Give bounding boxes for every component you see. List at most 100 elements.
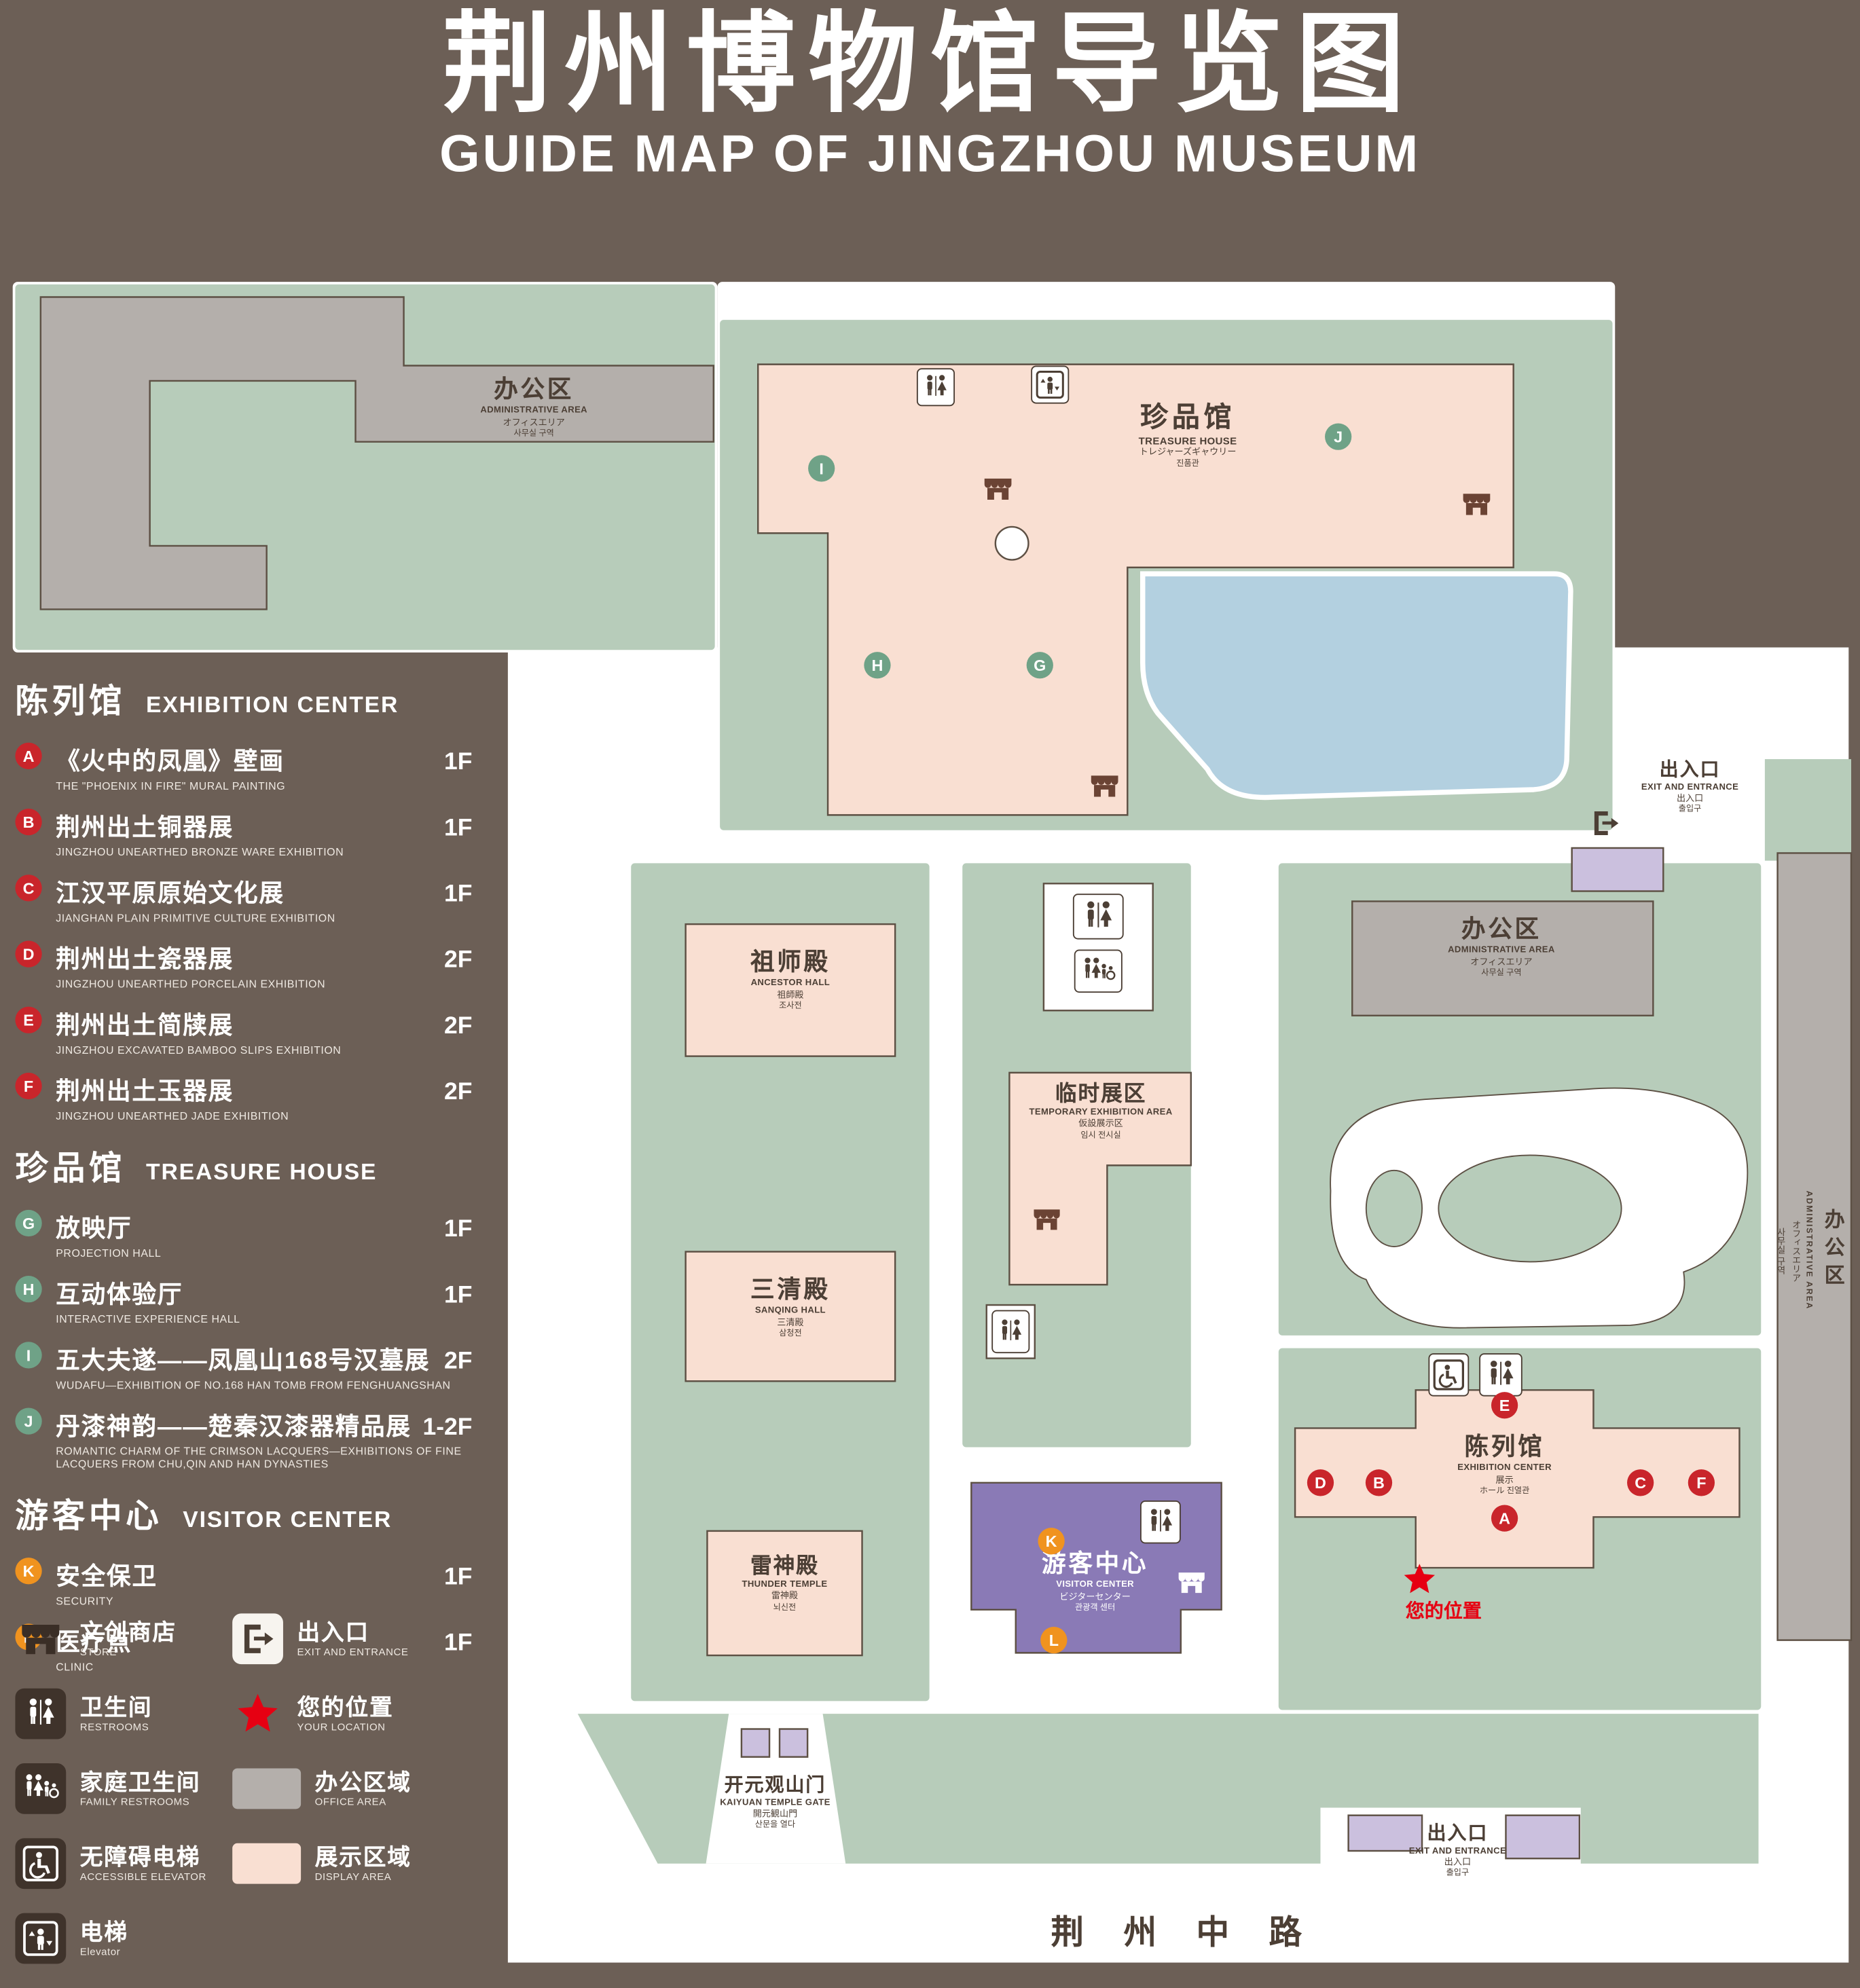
label-kr: 사무실 구역 bbox=[513, 428, 554, 438]
map-marker-L: L bbox=[1040, 1627, 1068, 1654]
store-icon bbox=[15, 1613, 66, 1664]
label-kaiyuan-gate: 开元观山门 KAIYUAN TEMPLE GATE 開元観山門 산문을 열다 bbox=[689, 1775, 860, 1830]
label-zh: 办公区 bbox=[1461, 916, 1542, 944]
marker-B: B bbox=[15, 808, 42, 836]
buildings bbox=[39, 296, 1853, 1860]
poster-title-en: GUIDE MAP OF JINGZHOU MUSEUM bbox=[439, 124, 1421, 183]
building-ancestor-hall bbox=[685, 923, 896, 1057]
label-admin-area-east: 办公区 ADMINISTRATIVE AREA オフィスエリア 사무실 구역 bbox=[1776, 876, 1848, 1625]
label-kr: 출입구 bbox=[1678, 805, 1702, 814]
building-exhibition-center bbox=[1294, 1389, 1740, 1569]
legend-zh: 无障碍电梯 bbox=[79, 1843, 201, 1870]
map-marker-E: E bbox=[1491, 1392, 1518, 1419]
label-kr: ホール 진열관 bbox=[1479, 1486, 1530, 1496]
label-admin-area-mid: 办公区 ADMINISTRATIVE AREA オフィスエリア 사무실 구역 bbox=[1397, 917, 1607, 978]
pond bbox=[1139, 571, 1573, 800]
legend-zh: 家庭卫生间 bbox=[79, 1769, 201, 1794]
label-zh: 陈列馆 bbox=[1464, 1434, 1545, 1462]
legend-item-C: C 江汉平原原始文化展 1F JIANGHAN PLAIN PRIMITIVE … bbox=[15, 875, 500, 924]
building-east-entrance bbox=[1571, 847, 1664, 892]
section-title-en: TREASURE HOUSE bbox=[146, 1159, 378, 1185]
label-zh: 办公区 bbox=[494, 377, 575, 404]
item-name-zh: 放映厅 bbox=[56, 1216, 132, 1243]
item-name-zh: 《火中的凤凰》壁画 bbox=[56, 749, 285, 776]
restrooms-icon bbox=[991, 1310, 1030, 1354]
label-zh: 珍品馆 bbox=[1139, 401, 1236, 433]
poster-title-zh: 荆州博物馆导览图 bbox=[442, 3, 1418, 126]
label-ancestor-hall: 祖师殿 ANCESTOR HALL 祖師殿 조사전 bbox=[687, 950, 894, 1012]
item-name-zh: 五大夫遂——凤凰山168号汉墓展 bbox=[56, 1348, 431, 1375]
item-floor: 2F bbox=[444, 946, 473, 974]
label-zh: 开元观山门 bbox=[724, 1774, 826, 1797]
item-name-en: PROJECTION HALL bbox=[56, 1247, 162, 1259]
item-floor: 1F bbox=[444, 749, 473, 776]
label-jp: 出入口 bbox=[1444, 1858, 1472, 1868]
restrooms-icon bbox=[1479, 1353, 1522, 1397]
office-area-swatch bbox=[232, 1768, 302, 1809]
building-thunder-temple bbox=[706, 1530, 863, 1657]
legend-zh: 您的位置 bbox=[297, 1694, 394, 1720]
legend-item-K: K 安全保卫 1F SECURITY bbox=[15, 1558, 500, 1607]
label-zh: 出入口 bbox=[1427, 1822, 1489, 1845]
map-marker-F: F bbox=[1688, 1469, 1715, 1496]
item-name-en: JINGZHOU EXCAVATED BAMBOO SLIPS EXHIBITI… bbox=[56, 1043, 342, 1056]
item-name-en: JINGZHOU UNEARTHED JADE EXHIBITION bbox=[56, 1109, 289, 1122]
legend-item-F: F 荆州出土玉器展 2F JINGZHOU UNEARTHED JADE EXH… bbox=[15, 1072, 500, 1122]
section-title-zh: 游客中心 bbox=[15, 1496, 163, 1535]
label-thunder-temple: 雷神殿 THUNDER TEMPLE 雷神殿 뇌신전 bbox=[708, 1554, 860, 1613]
legend-zh: 电梯 bbox=[79, 1919, 128, 1945]
legend-item-D: D 荆州出土瓷器展 2F JINGZHOU UNEARTHED PORCELAI… bbox=[15, 940, 500, 990]
label-en: ADMINISTRATIVE AREA bbox=[480, 407, 588, 416]
legend-en: RESTROOMS bbox=[79, 1721, 149, 1733]
label-en: ADMINISTRATIVE AREA bbox=[1804, 1191, 1813, 1310]
your-location-text: 您的位置 bbox=[1405, 1600, 1482, 1623]
lawn-east-sliver bbox=[1764, 759, 1852, 861]
legend-elevator: 电梯 Elevator bbox=[15, 1912, 231, 1966]
legend-item-H: H 互动体验厅 1F INTERACTIVE EXPERIENCE HALL bbox=[15, 1276, 500, 1325]
label-kr: 뇌신전 bbox=[773, 1602, 797, 1612]
restrooms-icon bbox=[15, 1688, 67, 1740]
item-name-zh: 丹漆神韵——楚秦汉漆器精品展 bbox=[56, 1414, 412, 1441]
legend-display-area: 展示区域 DISPLAY AREA bbox=[232, 1837, 504, 1890]
legend-item-I: I 五大夫遂——凤凰山168号汉墓展 2F WUDAFU—EXHIBITION … bbox=[15, 1342, 500, 1391]
label-en: KAIYUAN TEMPLE GATE bbox=[720, 1798, 831, 1807]
item-floor: 1F bbox=[444, 1630, 473, 1657]
restrooms-icon bbox=[916, 368, 955, 407]
symbol-legend-col2: 出入口 EXIT AND ENTRANCE 您的位置 YOUR LOCATION… bbox=[232, 1613, 504, 1912]
label-treasure-house: 珍品馆 TREASURE HOUSE トレジャーズギャウリー 진품관 bbox=[1083, 401, 1293, 469]
label-jingzhou-middle-road: 荆 州 中 路 bbox=[1051, 1913, 1317, 1951]
item-name-en: WUDAFU—EXHIBITION OF NO.168 HAN TOMB FRO… bbox=[56, 1378, 451, 1392]
section-header-treasure-house: 珍品馆 TREASURE HOUSE bbox=[15, 1143, 500, 1190]
your-location-star-icon bbox=[1402, 1562, 1437, 1597]
label-jp: 開元観山門 bbox=[752, 1810, 798, 1820]
legend-zh: 展示区域 bbox=[314, 1843, 412, 1870]
marker-J: J bbox=[15, 1407, 42, 1435]
legend-exit: 出入口 EXIT AND ENTRANCE bbox=[232, 1613, 504, 1666]
elevator-icon bbox=[1031, 365, 1070, 404]
label-kr: 조사전 bbox=[779, 1001, 802, 1011]
gate-booth-left bbox=[740, 1728, 771, 1758]
marker-G: G bbox=[15, 1209, 42, 1237]
item-name-en: JINGZHOU UNEARTHED BRONZE WARE EXHIBITIO… bbox=[56, 845, 344, 858]
section-title-zh: 珍品馆 bbox=[15, 1149, 126, 1188]
label-jp: トレジャーズギャウリー bbox=[1139, 448, 1237, 458]
label-jp: 三清殿 bbox=[777, 1318, 804, 1328]
label-kr: 사무실 구역 bbox=[1481, 968, 1522, 978]
garden-island-large bbox=[1438, 1154, 1622, 1263]
store-icon bbox=[1175, 1566, 1207, 1598]
label-zh: 出入口 bbox=[1659, 759, 1721, 781]
item-name-zh: 江汉平原原始文化展 bbox=[56, 881, 285, 908]
legend-en: DISPLAY AREA bbox=[314, 1871, 392, 1883]
section-header-visitor-center: 游客中心 VISITOR CENTER bbox=[15, 1490, 500, 1537]
building-sanqing-hall bbox=[685, 1251, 896, 1382]
item-name-zh: 荆州出土玉器展 bbox=[56, 1079, 234, 1106]
marker-E: E bbox=[15, 1006, 42, 1033]
item-name-en: CLINIC bbox=[56, 1660, 94, 1674]
section-title-en: EXHIBITION CENTER bbox=[146, 691, 399, 718]
label-zh: 临时展区 bbox=[1055, 1081, 1147, 1106]
item-floor: 2F bbox=[444, 1348, 473, 1375]
label-exit-south: 出入口 EXIT AND ENTRANCE 出入口 출입구 bbox=[1397, 1823, 1518, 1879]
label-en: TEMPORARY EXHIBITION AREA bbox=[1029, 1108, 1173, 1118]
